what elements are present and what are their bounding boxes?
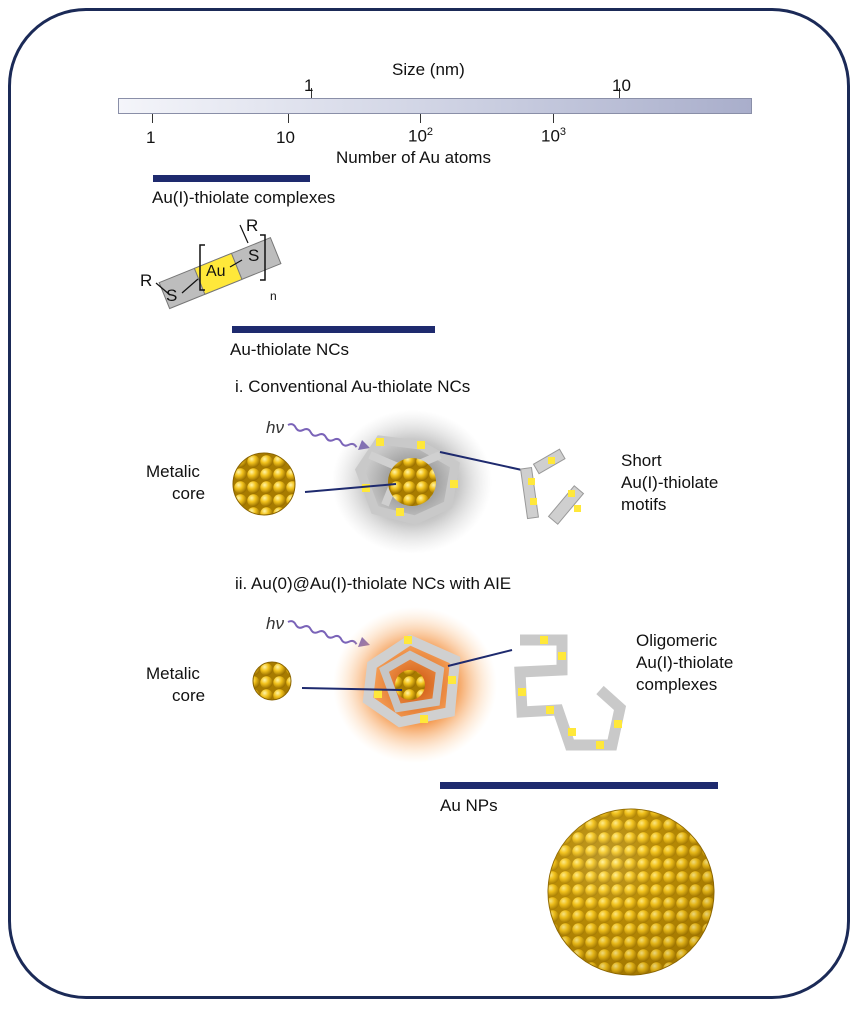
light-symbol: hν <box>266 418 284 437</box>
atoms-tick-mark <box>420 114 421 123</box>
size-tick-mark <box>619 88 620 98</box>
atoms-tick-label: 103 <box>541 126 567 146</box>
ncs-range-bar <box>232 326 435 333</box>
atoms-tick-mark <box>288 114 289 123</box>
atoms-tick-label: 10 <box>276 128 295 147</box>
structure-s-left: S <box>166 286 178 305</box>
complexes-range-bar <box>153 175 310 182</box>
structure-n: n <box>270 289 277 303</box>
nps-range-bar <box>440 782 718 789</box>
size-axis-label: Size (nm) <box>392 60 465 79</box>
figure-frame <box>8 8 850 999</box>
complexes-title: Au(I)-thiolate complexes <box>152 188 336 207</box>
size-tick-label: 10 <box>612 76 631 95</box>
nps-title: Au NPs <box>440 796 498 815</box>
atoms-tick-mark <box>553 114 554 123</box>
atoms-tick-label: 102 <box>408 126 434 146</box>
short-motif-label-2: Au(I)-thiolate <box>621 473 719 492</box>
ncs-title: Au-thiolate NCs <box>230 340 350 359</box>
atoms-axis-label: Number of Au atoms <box>336 148 491 167</box>
conventional-core-label-2: core <box>172 484 206 503</box>
conventional-core-label-1: Metalic <box>146 462 200 481</box>
thiolate-structure-diagram <box>155 224 282 310</box>
aie-heading: ii. Au(0)@Au(I)-thiolate NCs with AIE <box>235 574 512 593</box>
aie-core-label-1: Metalic <box>146 664 200 683</box>
light-symbol: hν <box>266 614 284 633</box>
short-motif-label-3: motifs <box>621 495 667 514</box>
structure-s-right: S <box>248 246 260 265</box>
structure-r-left: R <box>140 271 153 290</box>
structure-au: Au <box>206 263 226 280</box>
short-motif-label-1: Short <box>621 451 662 470</box>
conventional-heading: i. Conventional Au-thiolate NCs <box>235 377 471 396</box>
atoms-tick-mark <box>152 114 153 123</box>
structure-r-right: R <box>246 216 259 235</box>
atoms-tick-label: 1 <box>146 128 156 147</box>
size-tick-mark <box>311 88 312 98</box>
oligomeric-label-1: Oligomeric <box>636 631 718 650</box>
size-scale-bar <box>118 98 752 114</box>
aie-core-label-2: core <box>172 686 206 705</box>
oligomeric-label-3: complexes <box>636 675 718 694</box>
size-tick-label: 1 <box>304 76 314 95</box>
oligomeric-label-2: Au(I)-thiolate <box>636 653 734 672</box>
